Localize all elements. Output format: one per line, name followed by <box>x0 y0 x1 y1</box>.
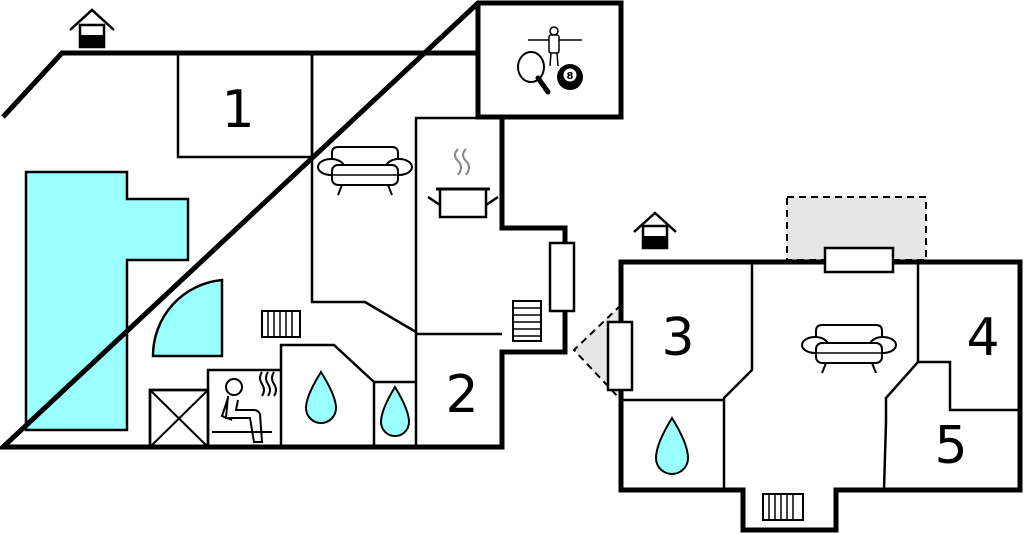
right-building <box>572 196 1023 533</box>
window-icon <box>606 320 634 392</box>
outer-wall-games <box>475 3 502 120</box>
radiator-icon <box>512 300 542 342</box>
pool-icon <box>24 170 190 432</box>
shower-icon <box>304 370 338 424</box>
storage-icon <box>148 388 210 449</box>
shower-icon <box>379 385 411 437</box>
room-4-label: 4 <box>966 308 999 368</box>
whirlpool-icon <box>151 278 224 358</box>
sofa-icon <box>317 146 413 196</box>
kitchen-room <box>414 116 502 333</box>
billiard-ball-number: 8 <box>567 71 574 82</box>
table-football-icon <box>528 26 582 67</box>
fireplace-icon <box>548 241 576 313</box>
wet-rooms <box>148 343 416 447</box>
table-tennis-icon <box>517 51 551 95</box>
sofa-icon <box>801 324 897 374</box>
shower-icon <box>654 416 690 475</box>
fireplace-icon <box>823 246 895 274</box>
room-1-label: 1 <box>221 80 254 140</box>
room-3-label: 3 <box>661 308 694 368</box>
outer-wall-right <box>618 259 1023 533</box>
entrance-icon <box>633 211 677 250</box>
interior-wall <box>310 53 418 447</box>
billiards-icon: 8 <box>557 64 583 90</box>
radiator-icon <box>762 493 804 521</box>
room-5-label: 5 <box>934 416 967 476</box>
entrance-icon <box>69 8 115 49</box>
kitchen-icon <box>427 148 499 219</box>
radiator-icon <box>261 310 301 338</box>
interior-wall-right <box>621 262 1020 491</box>
sauna-icon <box>212 371 277 443</box>
left-building: 8 <box>0 0 624 450</box>
room-2-label: 2 <box>445 365 478 425</box>
